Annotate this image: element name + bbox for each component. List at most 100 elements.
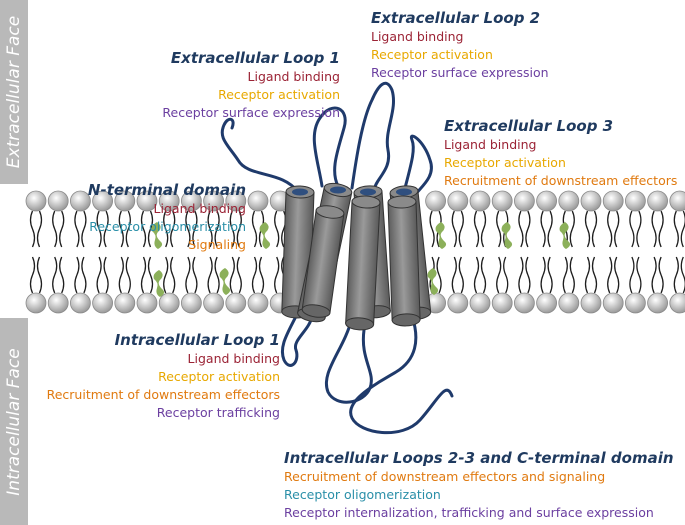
lipid-tail <box>29 256 36 294</box>
lipid-tail <box>458 256 464 294</box>
lipid-heads <box>25 190 685 314</box>
icl23-title: Intracellular Loops 2-3 and C-terminal d… <box>284 449 674 467</box>
helix-6 <box>301 205 345 318</box>
icl23-item-3: Receptor internalization, trafficking an… <box>284 505 654 520</box>
cholesterol <box>151 222 163 249</box>
lipid-head <box>625 190 646 212</box>
cholesterol <box>259 222 271 249</box>
lipid-tail <box>629 210 635 248</box>
lipid-tail <box>207 210 213 248</box>
lipid-head <box>92 190 113 212</box>
ecl2-item-3: Receptor surface expression <box>371 65 549 80</box>
lipid-tail <box>140 210 147 248</box>
cholesterol <box>219 268 231 295</box>
nterm-item-1: Ligand binding <box>153 201 246 216</box>
lipid-tail <box>207 256 213 294</box>
nterm-title: N-terminal domain <box>87 181 246 199</box>
lipid-head <box>469 190 491 212</box>
lipid-head <box>203 190 225 212</box>
cholesterol <box>427 268 439 295</box>
lipid-tail <box>680 210 685 248</box>
ecl2-title: Extracellular Loop 2 <box>371 9 541 27</box>
lipid-head <box>536 190 557 212</box>
nterm-item-3: Signaling <box>188 237 246 252</box>
lipid-head <box>669 292 685 314</box>
lipid-tail <box>503 256 509 294</box>
lipid-tail <box>36 256 43 294</box>
lipid-head <box>491 292 513 314</box>
lipid-tail <box>274 256 280 294</box>
lipid-tail <box>480 210 487 248</box>
ecl2-item-2: Receptor activation <box>371 47 493 62</box>
lipid-head <box>180 292 202 314</box>
lipid-head <box>514 190 535 212</box>
lipid-head <box>602 190 624 212</box>
lipid-head <box>602 292 624 314</box>
lipid-head <box>158 190 180 212</box>
lipid-tail <box>562 256 568 294</box>
nterm-item-2: Receptor oligomerization <box>89 219 246 234</box>
lipid-head <box>469 292 491 314</box>
ecl3-item-3: Recruitment of downstream effectors <box>444 173 678 188</box>
lipid-head <box>447 292 469 314</box>
lipid-tail <box>214 256 220 294</box>
lipid-head <box>158 292 180 314</box>
lipid-head <box>580 292 602 314</box>
lipid-tail <box>29 210 36 248</box>
lipid-tail <box>236 210 242 248</box>
ecl2-item-1: Ligand binding <box>371 29 464 44</box>
lipid-tail <box>547 210 553 248</box>
ecl1-annotation: Extracellular Loop 1 Ligand binding Rece… <box>160 48 340 122</box>
lipid-head <box>47 190 69 212</box>
lipid-tail <box>125 256 131 294</box>
lipid-tail <box>496 210 502 248</box>
lipid-tail <box>518 256 524 294</box>
lipid-tail <box>614 210 620 248</box>
lipid-tail <box>170 256 176 294</box>
lipid-head <box>92 292 113 314</box>
lipid-tail <box>458 210 464 248</box>
lipid-head <box>25 292 47 314</box>
icl1-title: Intracellular Loop 1 <box>114 331 280 349</box>
icl23-item-2: Receptor oligomerization <box>284 487 441 502</box>
intracellular-face-bar: Intracellular Face <box>0 318 28 525</box>
lipid-head <box>514 292 535 314</box>
lipid-tail <box>651 210 657 248</box>
lipid-tail <box>518 210 524 248</box>
lipid-head <box>647 190 668 212</box>
helix-5 <box>345 195 381 331</box>
helix-top-caps <box>292 186 412 196</box>
lipid-tail <box>473 210 480 248</box>
lipid-tail <box>163 256 169 294</box>
lipid-head <box>580 190 602 212</box>
lipid-tail <box>473 256 480 294</box>
icl1-item-4: Receptor trafficking <box>156 405 280 420</box>
lipid-head <box>558 190 580 212</box>
c-terminal-tail <box>349 314 454 435</box>
lipid-head <box>625 292 646 314</box>
lipid-tail <box>125 210 131 248</box>
lipid-tail <box>451 256 457 294</box>
lipid-head <box>70 190 91 212</box>
lipid-tail <box>680 256 685 294</box>
icl23-annotation: Intracellular Loops 2-3 and C-terminal d… <box>284 448 674 522</box>
lipid-tail <box>451 210 457 248</box>
lipid-head <box>25 190 47 212</box>
lipid-head <box>491 190 513 212</box>
lipid-tail <box>540 210 546 248</box>
lipid-tail <box>584 210 591 248</box>
lipid-tail <box>525 210 531 248</box>
lipid-tail <box>591 256 598 294</box>
lipid-tail <box>147 210 154 248</box>
lipid-head <box>447 190 469 212</box>
lipid-tail <box>673 256 679 294</box>
lipid-tail <box>59 256 65 294</box>
lipid-tail <box>170 210 176 248</box>
icl1-item-3: Recruitment of downstream effectors <box>46 387 280 402</box>
lipid-tail <box>163 210 169 248</box>
lipid-tail <box>192 256 198 294</box>
ecl1-item-2: Receptor activation <box>218 87 340 102</box>
lipid-tail <box>436 256 442 294</box>
ecl3-item-2: Receptor activation <box>444 155 566 170</box>
